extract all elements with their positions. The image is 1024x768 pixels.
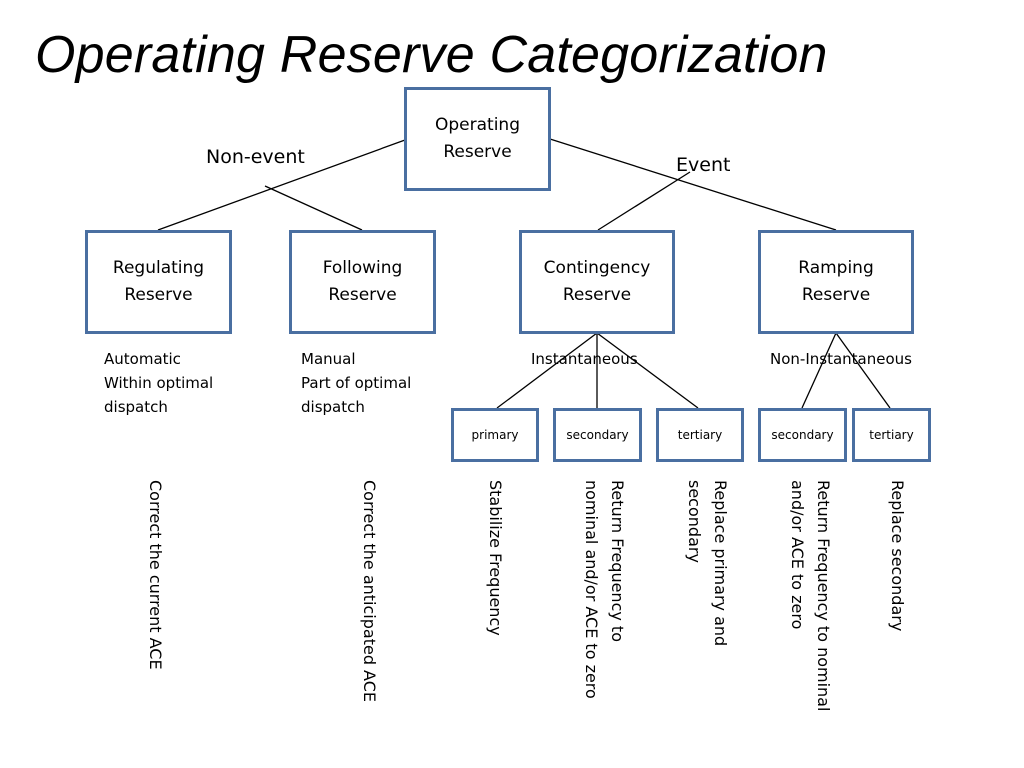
note-line: dispatch (104, 398, 168, 416)
note-line: Automatic (104, 350, 181, 368)
description-line: Replace primary and (711, 480, 730, 647)
contingency-secondary-description: Return Frequency to nominal and/or ACE t… (578, 480, 630, 699)
regulating-description: Correct the current ACE (142, 480, 168, 670)
contingency-secondary-box: secondary (553, 408, 642, 462)
description-line: secondary (685, 480, 704, 563)
ramping-tertiary-box: tertiary (852, 408, 931, 462)
description-line: Return Frequency to (608, 480, 627, 642)
instantaneous-label: Instantaneous (531, 350, 638, 368)
note-line: dispatch (301, 398, 365, 416)
ramping-secondary-box: secondary (758, 408, 847, 462)
note-line: Within optimal (104, 374, 214, 392)
description-line: and/or ACE to zero (788, 480, 807, 630)
following-description: Correct the anticipated ACE (356, 480, 382, 702)
box-label-line2: Reserve (801, 285, 871, 305)
box-label-line1: Operating (435, 115, 520, 135)
box-label-line2: Reserve (328, 285, 397, 305)
non-instantaneous-label: Non-Instantaneous (770, 350, 912, 368)
box-label-line2: Reserve (443, 142, 512, 162)
note-line: Manual (301, 350, 356, 368)
contingency-tertiary-description: Replace primary and secondary (681, 480, 733, 646)
box-label-line1: Following (322, 258, 403, 278)
box-label-line1: Ramping (798, 258, 874, 278)
description-line: Stabilize Frequency (486, 480, 505, 636)
description-line: Correct the current ACE (146, 480, 165, 670)
contingency-tertiary-box: tertiary (656, 408, 744, 462)
note-line: Part of optimal (301, 374, 412, 392)
box-label-line2: Reserve (124, 285, 193, 305)
box-label-line2: Reserve (562, 285, 632, 305)
contingency-primary-box: primary (451, 408, 539, 462)
event-label: Event (676, 154, 731, 176)
page-title: Operating Reserve Categorization (35, 26, 828, 84)
box-label-line1: Contingency (543, 258, 651, 278)
ramping-tertiary-description: Replace secondary (884, 480, 910, 631)
non-event-label: Non-event (206, 146, 305, 168)
description-line: Return Frequency to nominal (814, 480, 833, 712)
primary-description: Stabilize Frequency (482, 480, 508, 636)
box-label-line1: Regulating (112, 258, 205, 278)
following-note: Manual Part of optimal dispatch (301, 347, 411, 419)
description-line: Replace secondary (888, 480, 907, 632)
regulating-note: Automatic Within optimal dispatch (104, 347, 213, 419)
ramping-secondary-description: Return Frequency to nominal and/or ACE t… (784, 480, 836, 711)
description-line: nominal and/or ACE to zero (582, 480, 601, 699)
description-line: Correct the anticipated ACE (360, 480, 379, 702)
